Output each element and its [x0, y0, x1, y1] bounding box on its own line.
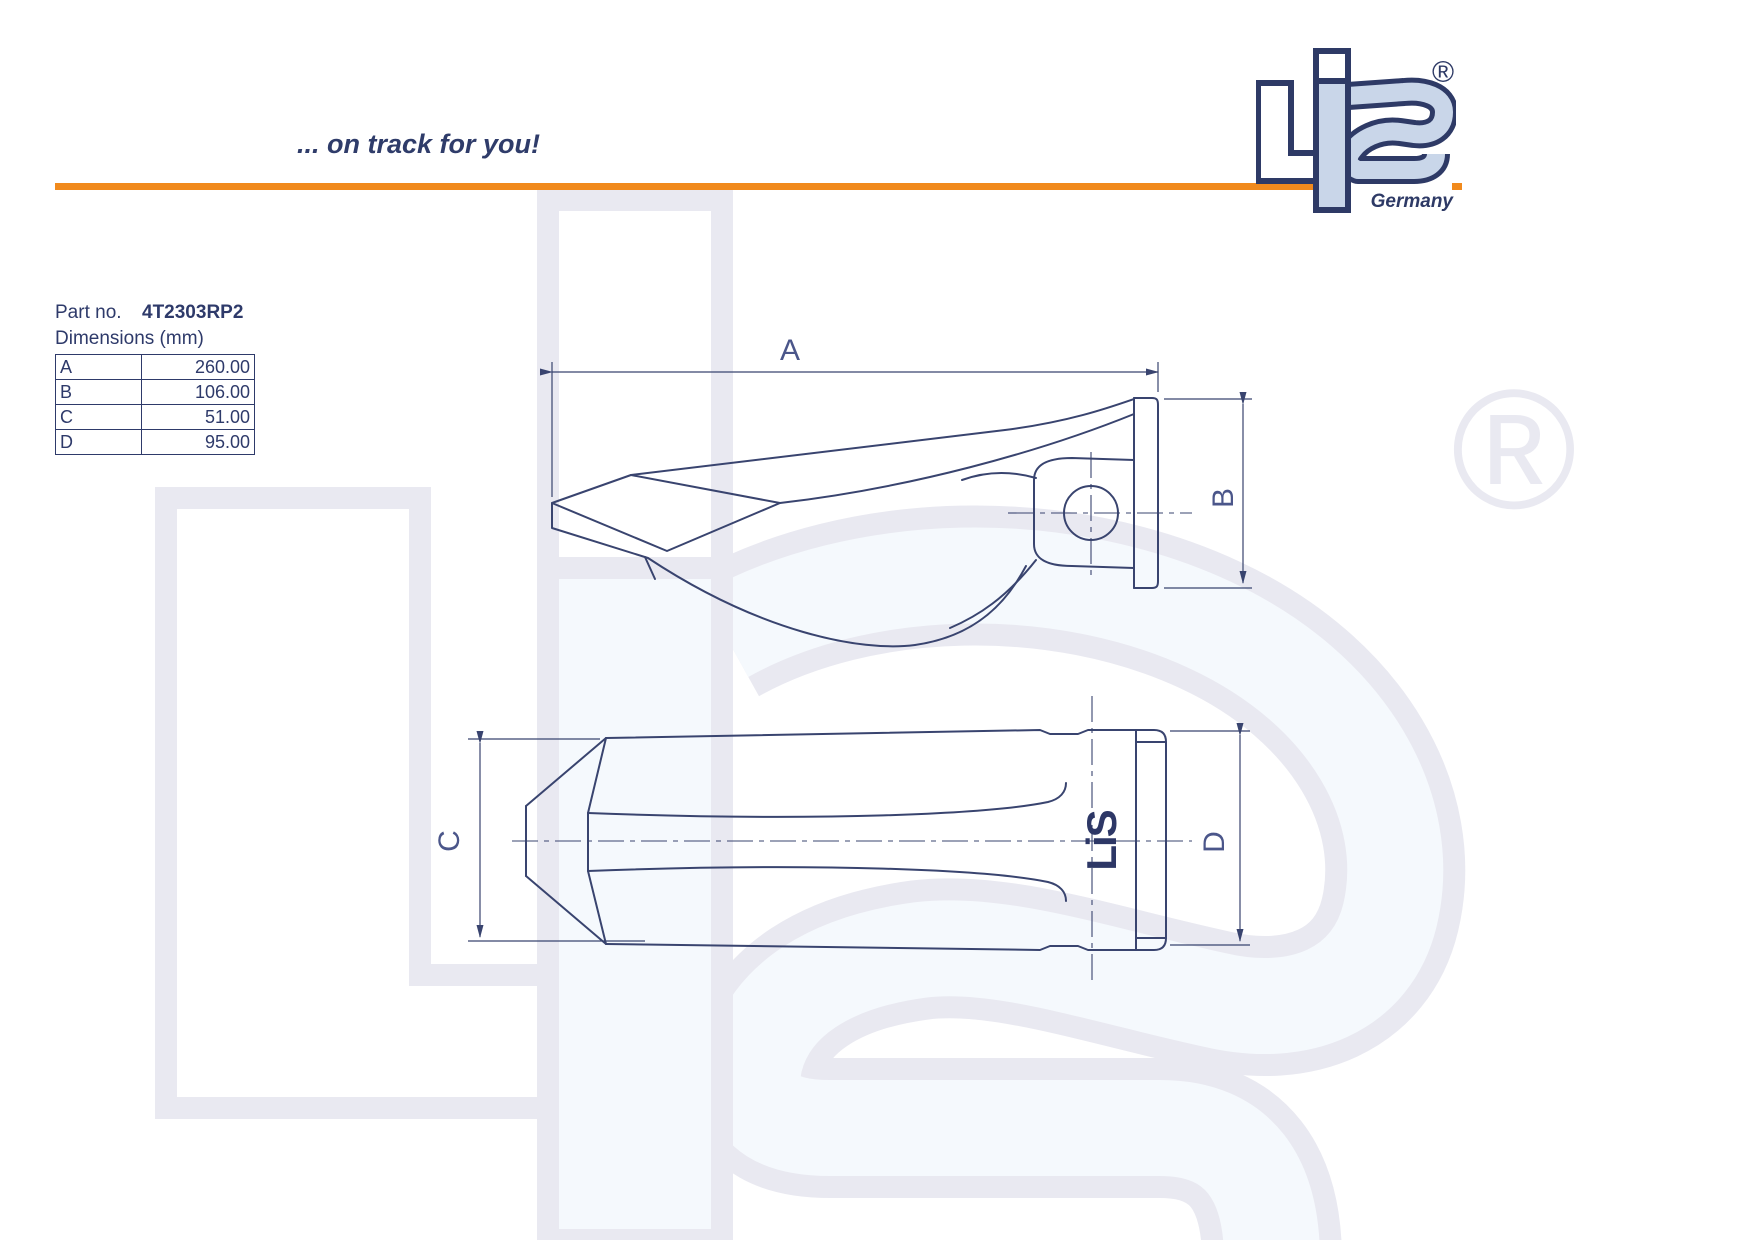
dimension-c: C [433, 731, 645, 942]
dim-key: C [54, 404, 143, 430]
logo-s-fill [1339, 82, 1453, 179]
dim-key: D [54, 429, 143, 455]
logo-registered-icon: ® [1432, 56, 1454, 89]
dimension-d: D [1170, 723, 1250, 946]
dim-label-a: A [780, 334, 800, 367]
part-info: Part no. 4T2303RP2 Dimensions (mm) A 260.… [54, 300, 255, 455]
table-row: A 260.00 [54, 354, 255, 380]
dim-value: 260.00 [141, 354, 255, 380]
casting-stamp-text: LiS [1078, 810, 1125, 870]
logo-country-label: Germany [1371, 191, 1455, 212]
dim-value: 106.00 [141, 379, 255, 405]
logo-i-dot [1313, 48, 1351, 84]
part-number-line: Part no. 4T2303RP2 [55, 300, 255, 326]
dim-key: B [54, 379, 143, 405]
dim-value: 95.00 [141, 429, 255, 455]
watermark-s-fill [701, 527, 1444, 1240]
table-row: D 95.00 [54, 429, 255, 455]
dimensions-title: Dimensions (mm) [55, 328, 204, 349]
watermark-registered-icon: ® [1451, 355, 1576, 545]
watermark-i-dot [537, 189, 733, 579]
top-view-drawing: LiS C D [433, 696, 1250, 985]
dimension-a: A [540, 334, 1159, 497]
header-rule-tail [1452, 183, 1462, 190]
lis-logo: ® Germany [1256, 48, 1456, 213]
part-number-value: 4T2303RP2 [142, 302, 244, 323]
table-row: B 106.00 [54, 379, 255, 405]
side-view-drawing: A B [540, 334, 1252, 648]
dimensions-table: A 260.00 B 106.00 C 51.00 D 95.00 [54, 354, 255, 455]
company-tagline: ... on track for you! [296, 129, 540, 159]
casting-stamp: LiS [1078, 810, 1125, 870]
dim-label-c: C [433, 830, 466, 852]
dim-label-b: B [1207, 488, 1240, 508]
header-rule [55, 183, 1317, 190]
part-number-label: Part no. [55, 302, 122, 323]
dim-label-d: D [1198, 831, 1231, 853]
dimension-b: B [1164, 392, 1252, 589]
